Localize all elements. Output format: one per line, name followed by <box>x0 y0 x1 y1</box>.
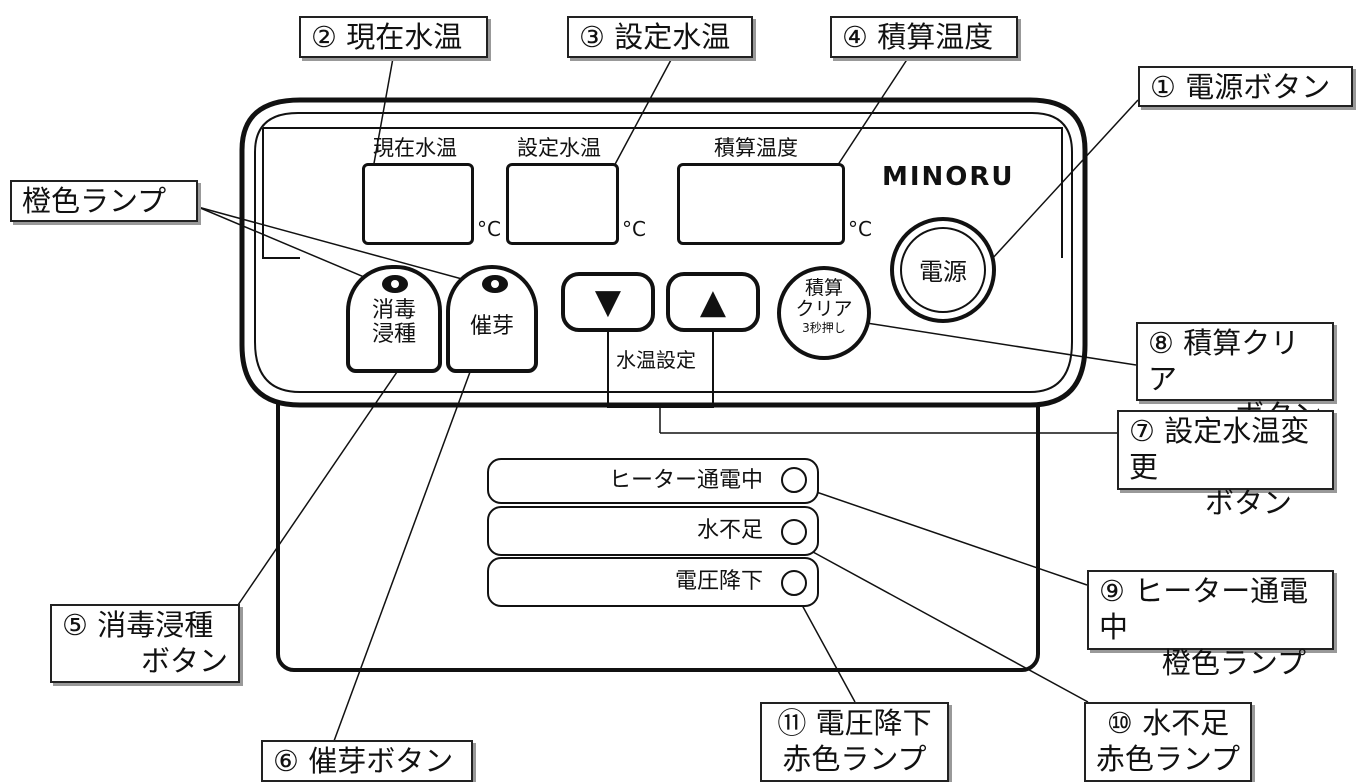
callout-disinfect-line2: ボタン <box>140 644 228 678</box>
accum-clear-button[interactable]: 積算 クリア 3秒押し <box>777 266 871 360</box>
soak-label: 浸種 <box>371 322 416 347</box>
low-water-lamp-icon <box>781 519 807 545</box>
callout-low-water-line1: ⑩ 水不足 <box>1106 706 1230 740</box>
temp-down-button[interactable]: ▼ <box>561 272 655 332</box>
callout-set-temp-change-line2: ボタン <box>1204 486 1292 520</box>
callout-accum-clear: ⑧ 積算クリア ボタン <box>1136 322 1334 432</box>
callout-power-button: ① 電源ボタン <box>1138 66 1353 107</box>
accum-temp-label: 積算温度 <box>714 136 798 160</box>
power-button[interactable]: 電源 <box>890 217 996 323</box>
status-low-water-label: 水不足 <box>696 518 763 543</box>
down-arrow-icon: ▼ <box>594 282 622 322</box>
callout-orange-lamp: 橙色ランプ <box>10 180 198 222</box>
callout-low-water-line2: 赤色ランプ <box>1095 742 1241 776</box>
up-arrow-icon: ▲ <box>699 282 727 322</box>
heater-lamp-icon <box>781 467 807 493</box>
current-temp-label: 現在水温 <box>373 136 457 160</box>
callout-low-voltage-lamp: ⑪ 電圧降下 赤色ランプ <box>760 702 949 782</box>
power-button-label: 電源 <box>900 227 986 313</box>
temp-up-button[interactable]: ▲ <box>666 272 760 332</box>
callout-accum-clear-line1: ⑧ 積算クリア <box>1148 326 1300 396</box>
callout-low-voltage-line2: 赤色ランプ <box>782 742 927 776</box>
set-temp-unit: °C <box>622 217 646 241</box>
brand-logo: MiNORU <box>882 162 1015 192</box>
callout-disinfect-button: ⑤ 消毒浸種 ボタン <box>50 604 240 683</box>
callout-germination-button: ⑥ 催芽ボタン <box>261 740 473 782</box>
germination-button[interactable]: 催芽 <box>446 265 538 373</box>
disinfect-label: 消毒 <box>371 298 416 323</box>
callout-accum-temp: ④ 積算温度 <box>830 16 1018 58</box>
callout-set-temp: ③ 設定水温 <box>567 16 753 58</box>
accum-clear-line2: クリア <box>795 298 853 320</box>
set-temp-label: 設定水温 <box>517 136 601 160</box>
status-low-voltage: 電圧降下 <box>487 557 819 607</box>
callout-current-temp: ② 現在水温 <box>299 16 488 58</box>
temp-setting-label: 水温設定 <box>614 344 698 373</box>
accum-clear-line3: 3秒押し <box>802 321 846 335</box>
current-temp-unit: °C <box>477 217 501 241</box>
status-heater: ヒーター通電中 <box>487 458 819 504</box>
accum-temp-display <box>677 163 845 245</box>
current-temp-display <box>362 163 474 245</box>
callout-heater-lamp-line2: 橙色ランプ <box>1161 646 1306 680</box>
callout-heater-lamp: ⑨ ヒーター通電中 橙色ランプ <box>1087 570 1334 680</box>
germination-label: 催芽 <box>469 314 514 339</box>
callout-heater-lamp-line1: ⑨ ヒーター通電中 <box>1099 574 1309 644</box>
callout-low-voltage-line1: ⑪ 電圧降下 <box>777 706 932 740</box>
accum-temp-unit: °C <box>848 217 872 241</box>
low-voltage-lamp-icon <box>781 570 807 596</box>
status-low-voltage-label: 電圧降下 <box>674 569 763 594</box>
callout-set-temp-change-line1: ⑦ 設定水温変更 <box>1129 414 1310 484</box>
set-temp-display <box>506 163 619 245</box>
callout-low-water-lamp: ⑩ 水不足 赤色ランプ <box>1084 702 1252 782</box>
status-low-water: 水不足 <box>487 506 819 556</box>
callout-set-temp-change: ⑦ 設定水温変更 ボタン <box>1117 410 1334 520</box>
status-heater-label: ヒーター通電中 <box>608 468 763 493</box>
callout-disinfect-line1: ⑤ 消毒浸種 <box>62 608 214 642</box>
accum-clear-line1: 積算 <box>804 277 843 299</box>
disinfect-soak-button[interactable]: 消毒 浸種 <box>346 265 442 373</box>
